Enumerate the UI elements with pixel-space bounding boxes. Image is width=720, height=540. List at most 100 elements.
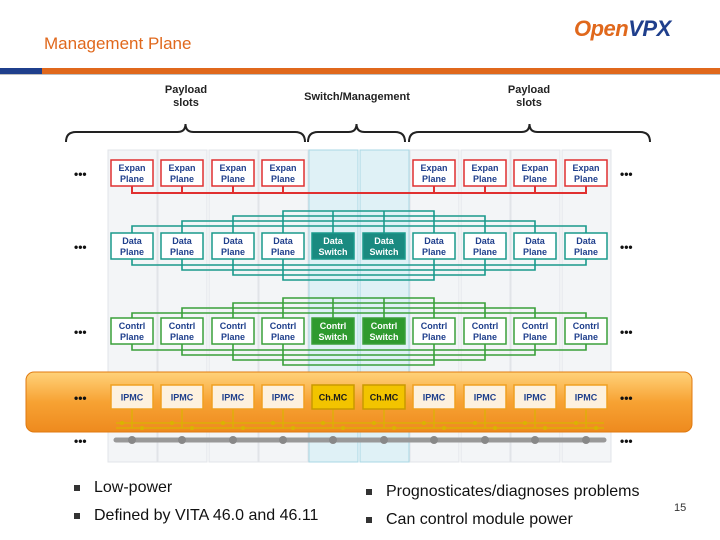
module-label-line: Data	[273, 236, 294, 246]
ellipsis-right: •••	[620, 391, 633, 405]
module-box	[513, 232, 557, 260]
module-box	[160, 384, 204, 410]
module-box	[311, 317, 355, 345]
module-box	[261, 317, 305, 345]
group-label-line: slots	[173, 97, 199, 109]
module-box	[211, 317, 255, 345]
control-plane-link	[232, 344, 486, 361]
ipmb-node	[523, 421, 527, 425]
bullet-list-left: Low-power Defined by VITA 46.0 and 46.11	[74, 474, 318, 530]
module-label-line: Plane	[574, 332, 598, 342]
ellipsis-left: •••	[74, 391, 87, 405]
logo-open-text: Open	[574, 16, 629, 41]
module-label-line: Data	[525, 236, 546, 246]
module-label: IPMC	[272, 393, 295, 403]
module-label-line: IPMC	[474, 393, 497, 403]
module-label: IPMC	[423, 393, 446, 403]
module-label-line: Contrl	[371, 321, 398, 331]
ipmb-node	[341, 426, 345, 430]
module-box	[463, 232, 507, 260]
module-box	[513, 317, 557, 345]
module-label-line: Expan	[269, 163, 296, 173]
module-box	[513, 159, 557, 187]
ipmb-node	[594, 426, 598, 430]
ipmb-node	[392, 426, 396, 430]
module-label-line: Contrl	[320, 321, 347, 331]
control-plane-link	[131, 312, 587, 318]
control-plane-link	[232, 302, 486, 318]
module-label-line: Plane	[422, 332, 446, 342]
module-label-line: Switch	[318, 332, 347, 342]
module-box	[160, 232, 204, 260]
ground-node	[531, 436, 539, 444]
module-box	[261, 159, 305, 187]
data-plane-link	[131, 225, 587, 233]
ground-node	[380, 436, 388, 444]
data-plane-link	[232, 215, 486, 233]
module-label-line: Switch	[369, 332, 398, 342]
ipmb-node	[221, 421, 225, 425]
module-box	[110, 159, 154, 187]
module-label-line: Plane	[120, 247, 144, 257]
module-label-line: Expan	[118, 163, 145, 173]
module-label-line: Expan	[572, 163, 599, 173]
module-label-line: Contrl	[421, 321, 448, 331]
module-label: Ch.MC	[370, 393, 399, 403]
module-box	[110, 232, 154, 260]
module-box	[564, 384, 608, 410]
group-label-line: Switch/Management	[304, 91, 410, 103]
expansion-link	[131, 186, 587, 194]
bullet-item: Low-power	[74, 474, 318, 502]
module-label-line: Plane	[221, 332, 245, 342]
module-label-line: Contrl	[220, 321, 247, 331]
ground-node	[229, 436, 237, 444]
ipmb-node	[422, 421, 426, 425]
module-label-line: Expan	[471, 163, 498, 173]
module-box	[463, 159, 507, 187]
bullet-marker	[366, 489, 372, 495]
module-box	[513, 384, 557, 410]
ipmb-node	[442, 426, 446, 430]
data-plane-link	[232, 259, 486, 276]
module-box	[311, 232, 355, 260]
ellipsis-right: •••	[620, 325, 633, 339]
module-label-line: Plane	[120, 332, 144, 342]
module-label-line: Ch.MC	[370, 393, 399, 403]
module-box	[110, 317, 154, 345]
module-label-line: Plane	[523, 174, 547, 184]
data-plane-link	[282, 210, 435, 233]
bullet-text: Defined by VITA 46.0 and 46.11	[94, 507, 319, 524]
ellipsis-right: •••	[620, 240, 633, 254]
module-label-line: Plane	[422, 174, 446, 184]
module-box	[412, 384, 456, 410]
module-label-line: Data	[122, 236, 143, 246]
module-box	[362, 384, 406, 410]
module-box	[463, 384, 507, 410]
module-label-line: Plane	[221, 174, 245, 184]
module-box	[412, 159, 456, 187]
ipmb-node	[493, 426, 497, 430]
bullet-marker	[366, 517, 372, 523]
header-rule-orange	[42, 68, 720, 74]
module-box	[211, 384, 255, 410]
ipmb-node	[170, 421, 174, 425]
module-label-line: IPMC	[423, 393, 446, 403]
module-label-line: Plane	[271, 174, 295, 184]
ellipsis-right: •••	[620, 434, 633, 448]
module-label-line: Data	[475, 236, 496, 246]
ground-node	[279, 436, 287, 444]
